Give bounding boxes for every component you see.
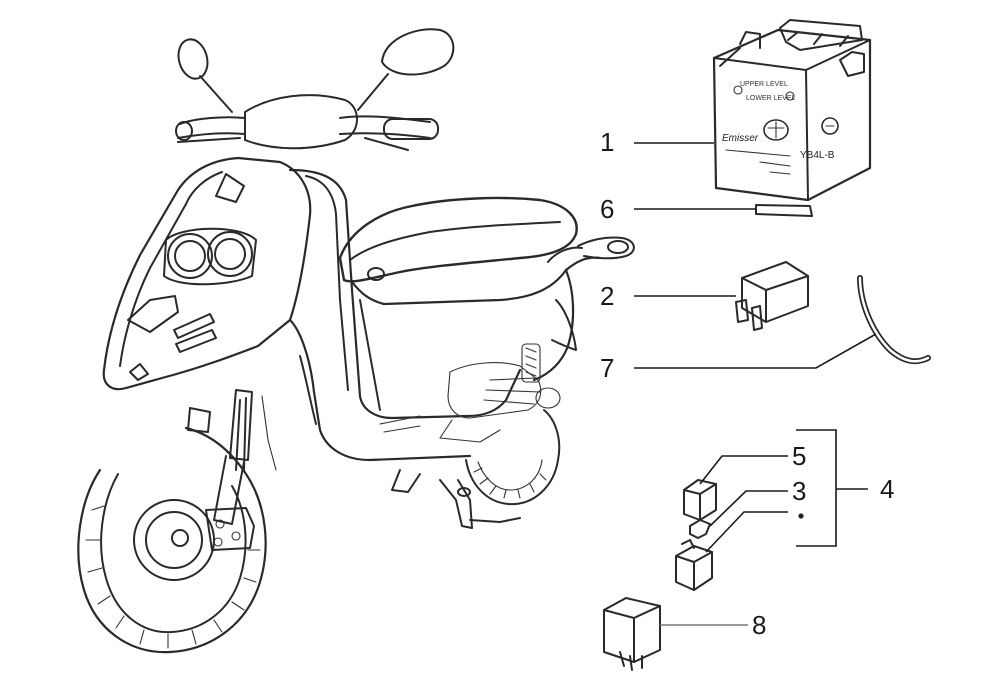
- front-shield: [102, 156, 312, 391]
- callout-5: 5: [792, 441, 806, 471]
- handlebar: [175, 94, 439, 151]
- front-fork: [187, 389, 277, 525]
- callout-6: 6: [600, 194, 614, 224]
- relay-part: [735, 261, 809, 331]
- callout-8: 8: [752, 610, 766, 640]
- center-stand: [391, 469, 521, 529]
- callout-7: 7: [600, 353, 614, 383]
- battery-upper-level-text: UPPER LEVEL: [740, 81, 788, 88]
- callout-numbers: 1 6 2 7 5 3 4 8: [600, 127, 894, 640]
- front-wheel: [77, 426, 267, 654]
- callout-1: 1: [600, 127, 614, 157]
- leader-lines: [634, 142, 877, 626]
- scooter-illustration: [77, 28, 635, 654]
- fuse-holder-part: [675, 539, 713, 591]
- battery-pad-part: [755, 204, 813, 217]
- battery-lower-level-text: LOWER LEVEL: [746, 95, 796, 102]
- callout-4: 4: [880, 474, 894, 504]
- callout-2: 2: [600, 281, 614, 311]
- right-mirror: [357, 28, 455, 111]
- battery-brand-text: Emisser: [722, 133, 759, 144]
- left-mirror: [177, 38, 233, 113]
- battery-model-text: YB4L-B: [800, 150, 835, 161]
- breather-tube-part: [857, 275, 931, 365]
- fuse-cover-part: [683, 479, 717, 521]
- callout-3: 3: [792, 476, 806, 506]
- rear-wheel: [465, 409, 561, 506]
- engine-assembly: [379, 343, 561, 443]
- flasher-part: [603, 597, 661, 671]
- battery-part: UPPER LEVEL LOWER LEVEL Emisser YB4L-B: [712, 19, 872, 202]
- body-panels: [288, 168, 635, 462]
- fuse-part: [689, 513, 804, 539]
